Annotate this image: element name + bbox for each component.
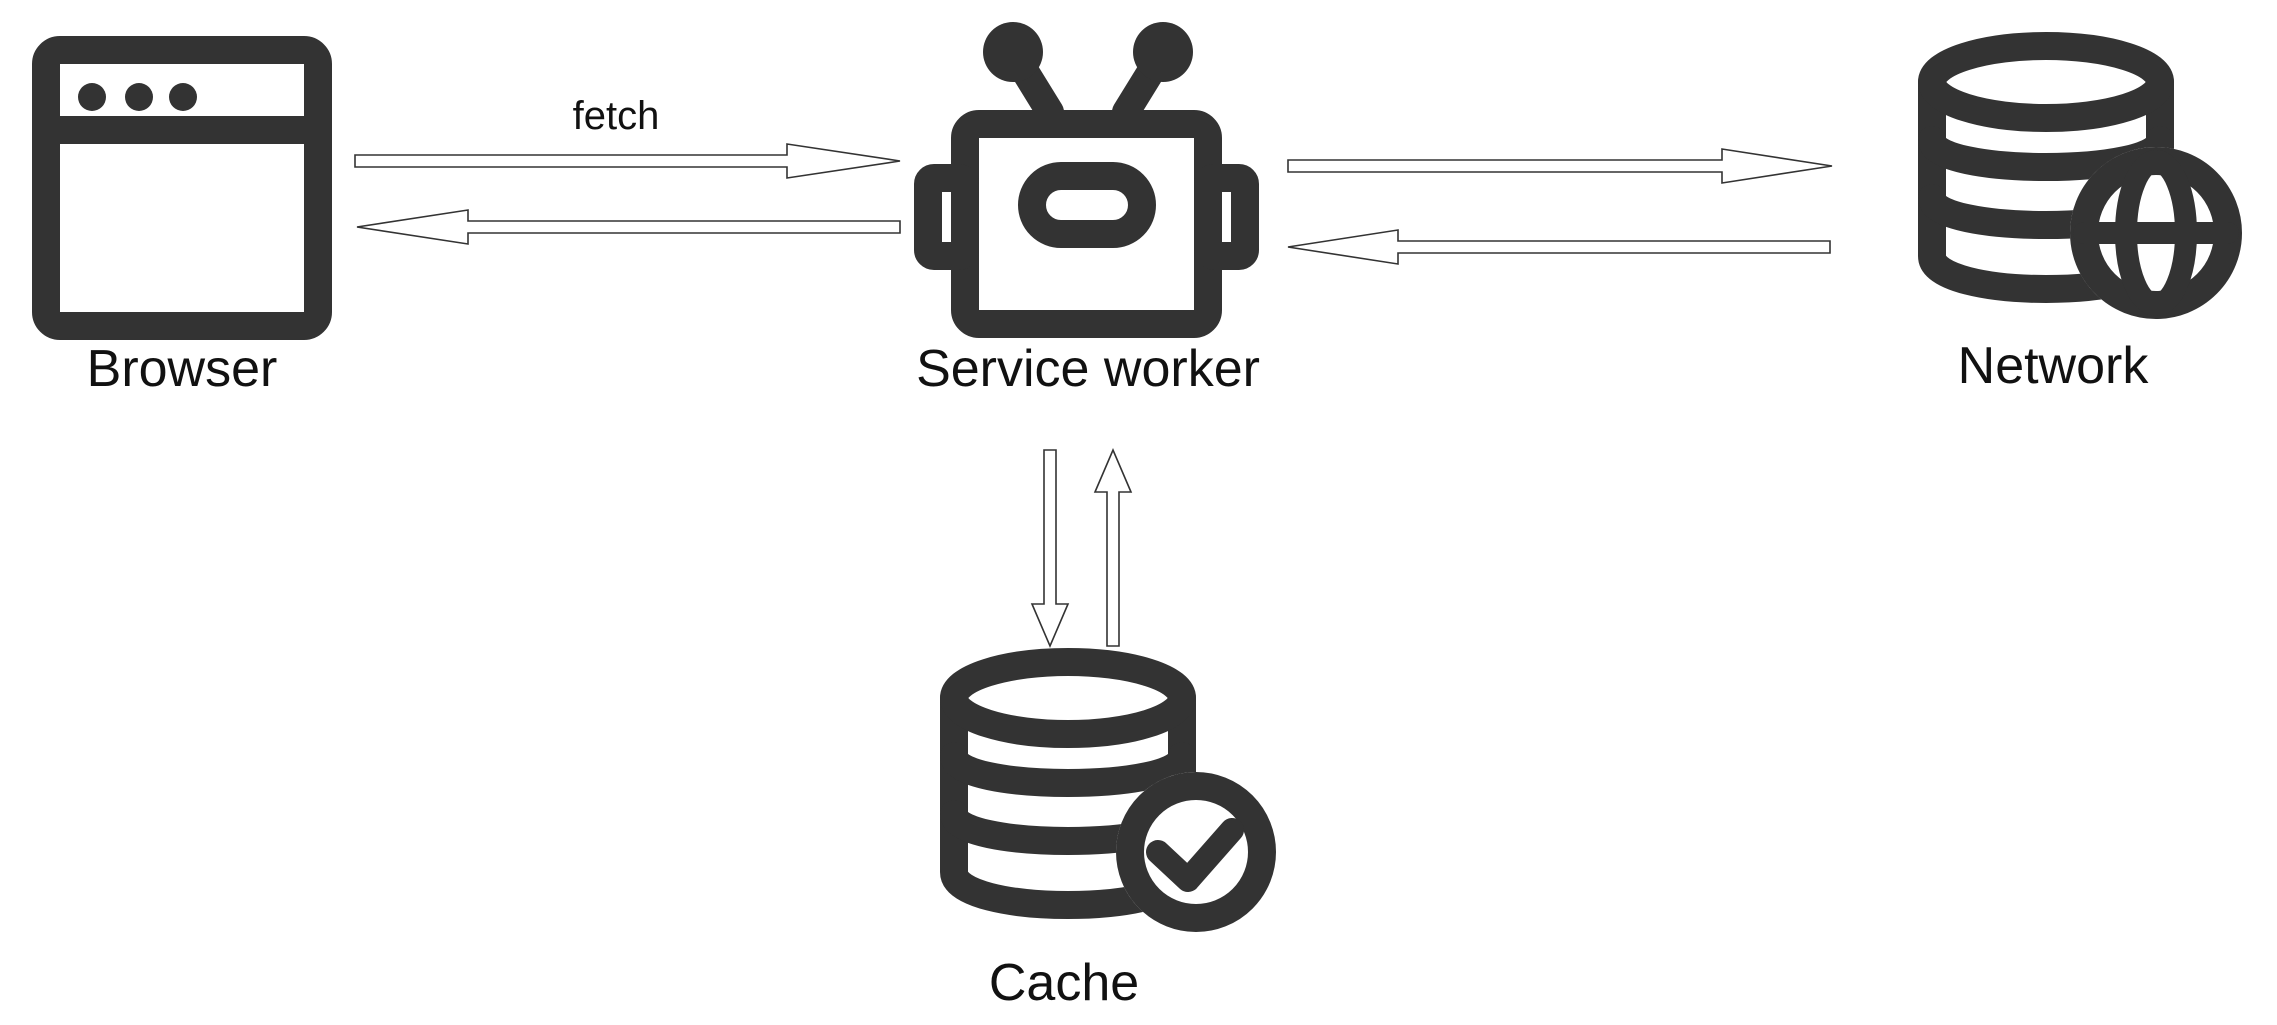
arrow-service-worker-to-browser <box>356 209 901 245</box>
network-label: Network <box>1958 337 2150 395</box>
arrow-service-worker-to-network <box>1287 148 1833 184</box>
cache-label: Cache <box>989 954 1139 1012</box>
browser-window-icon <box>32 36 332 340</box>
database-check-icon <box>940 648 1276 932</box>
database-globe-icon <box>1918 32 2242 319</box>
browser-label: Browser <box>87 340 278 398</box>
robot-icon <box>914 22 1259 338</box>
arrow-cache-to-service-worker <box>1093 447 1133 647</box>
arrow-browser-to-service-worker <box>354 143 901 179</box>
arrow-service-worker-to-cache <box>1030 449 1070 649</box>
arrow-network-to-service-worker <box>1287 229 1831 265</box>
service-worker-label: Service worker <box>916 340 1260 398</box>
fetch-label: fetch <box>573 94 660 138</box>
